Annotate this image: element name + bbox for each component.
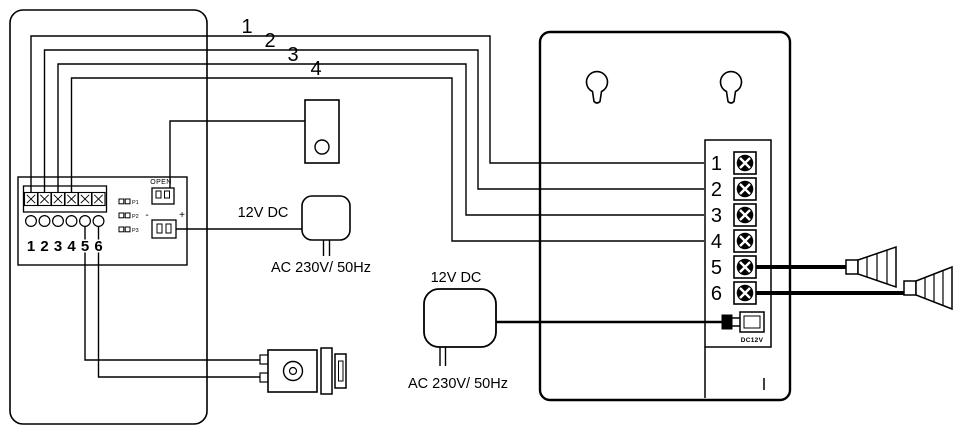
wire-label-1: 1 (241, 16, 252, 38)
wire-hole-2 (38, 215, 51, 228)
monitor-screw-4 (732, 228, 758, 254)
lock-latch-slot (338, 360, 344, 382)
dc-jack-inner (743, 315, 761, 329)
door-terminal-number-4: 4 (67, 238, 76, 255)
terminal-screw-2 (37, 191, 52, 207)
monitor-terminal-number-4: 4 (711, 231, 722, 253)
adapter-bottom-output-label: 12V DC (431, 270, 482, 286)
exit-button (304, 99, 340, 164)
adapter-bottom-body (423, 288, 497, 348)
monitor-screw-1 (732, 150, 758, 176)
electric-lock (259, 347, 347, 395)
terminal-screw-4 (64, 191, 79, 207)
door-terminal-block: 1 2 3 4 5 6 (22, 185, 108, 257)
jumper-p3-label: P3 (132, 228, 139, 234)
wire-2 (43, 49, 704, 199)
door-station (9, 9, 208, 425)
power-connector-body (151, 219, 177, 239)
open-label: OPEN (150, 179, 171, 186)
open-connector-pin-a (155, 190, 162, 199)
power-adapter-left: 12V DC AC 230V/ 50Hz (238, 195, 371, 276)
wire-label-2: 2 (264, 30, 275, 52)
horn-left-ribs (866, 250, 888, 284)
door-terminal-number-3: 3 (54, 238, 62, 255)
wire-lock-a (84, 221, 260, 361)
dc-plug (721, 314, 733, 330)
door-terminal-number-2: 2 (40, 238, 48, 255)
jumper-p3-pin-a (118, 226, 125, 233)
open-connector: OPEN (150, 179, 175, 205)
monitor-screw-6 (732, 280, 758, 306)
power-connector-pin-b (165, 223, 172, 234)
open-connector-body (151, 187, 175, 205)
indoor-monitor (538, 30, 792, 402)
wire-4 (70, 77, 704, 242)
wire-lock-b (97, 221, 260, 378)
jumper-block: P1 P2 P3 (118, 198, 139, 234)
power-adapter-bottom: 12V DC AC 230V/ 50Hz (408, 270, 508, 392)
wire-label-3: 3 (287, 44, 298, 66)
horn-speaker-right (903, 265, 953, 311)
jumper-p1-pin-a (118, 198, 125, 205)
wire-hole-3 (51, 215, 64, 228)
monitor-terminal-block: 1 2 3 4 5 6 DC12V (711, 150, 765, 344)
wire-exit-button (169, 120, 305, 190)
adapter-bottom-input-label: AC 230V/ 50Hz (408, 376, 508, 392)
door-terminal-number-5: 5 (81, 238, 89, 255)
terminal-screw-6 (91, 191, 106, 207)
mounting-keyhole-right (719, 70, 743, 104)
adapter-left-prongs (322, 240, 331, 256)
terminal-strip (22, 185, 108, 213)
open-connector-pin-b (164, 190, 170, 199)
jumper-p1-label: P1 (132, 200, 139, 206)
dc-plug-pins (732, 317, 740, 327)
jumper-p3-pin-b (124, 226, 131, 233)
wire-3 (57, 63, 704, 216)
power-connector-pin-a (156, 223, 163, 234)
horn-right-neck (903, 280, 917, 296)
polarity-plus: + (179, 210, 185, 221)
jumper-p2-label: P2 (132, 214, 139, 220)
wire-label-4: 4 (310, 58, 321, 80)
terminal-screw-3 (50, 191, 66, 207)
riser-wire-labels: 1 2 3 4 (241, 16, 321, 80)
dc-jack-label: DC12V (741, 337, 764, 344)
monitor-terminal-number-6: 6 (711, 283, 722, 305)
door-terminal-number-1: 1 (27, 238, 35, 255)
wire-hole-1 (25, 215, 38, 228)
wiring (30, 35, 904, 378)
power-input-connector: - + (145, 210, 185, 239)
lock-strike-plate (320, 347, 333, 395)
polarity-minus: - (145, 210, 148, 221)
lock-keyhole-icon (288, 366, 298, 376)
adapter-left-output-label: 12V DC (238, 205, 289, 221)
monitor-terminal-number-1: 1 (711, 153, 722, 175)
monitor-screw-5 (732, 254, 758, 280)
door-terminal-number-6: 6 (94, 238, 102, 255)
monitor-terminal-number-2: 2 (711, 179, 722, 201)
exit-button-icon (314, 139, 330, 155)
terminal-screw-1 (23, 191, 39, 207)
adapter-left-input-label: AC 230V/ 50Hz (271, 260, 371, 276)
wire-1 (30, 35, 704, 199)
jumper-p2-pin-a (118, 212, 125, 219)
monitor-screw-2 (732, 176, 758, 202)
wire-hole-5 (78, 215, 91, 228)
mounting-keyhole-left (585, 70, 609, 104)
horn-speaker-left (845, 245, 897, 289)
wire-hole-4 (65, 215, 78, 228)
monitor-terminal-number-3: 3 (711, 205, 722, 227)
adapter-bottom-prongs (439, 347, 447, 366)
jumper-p2-pin-b (124, 212, 131, 219)
terminal-screw-5 (77, 191, 93, 207)
monitor-screw-3 (732, 202, 758, 228)
monitor-terminal-number-5: 5 (711, 257, 722, 279)
wire-hole-6 (92, 215, 105, 228)
jumper-p1-pin-b (124, 198, 131, 205)
adapter-left-body (301, 195, 351, 241)
horn-right-ribs (924, 270, 944, 306)
horn-left-neck (845, 259, 859, 275)
